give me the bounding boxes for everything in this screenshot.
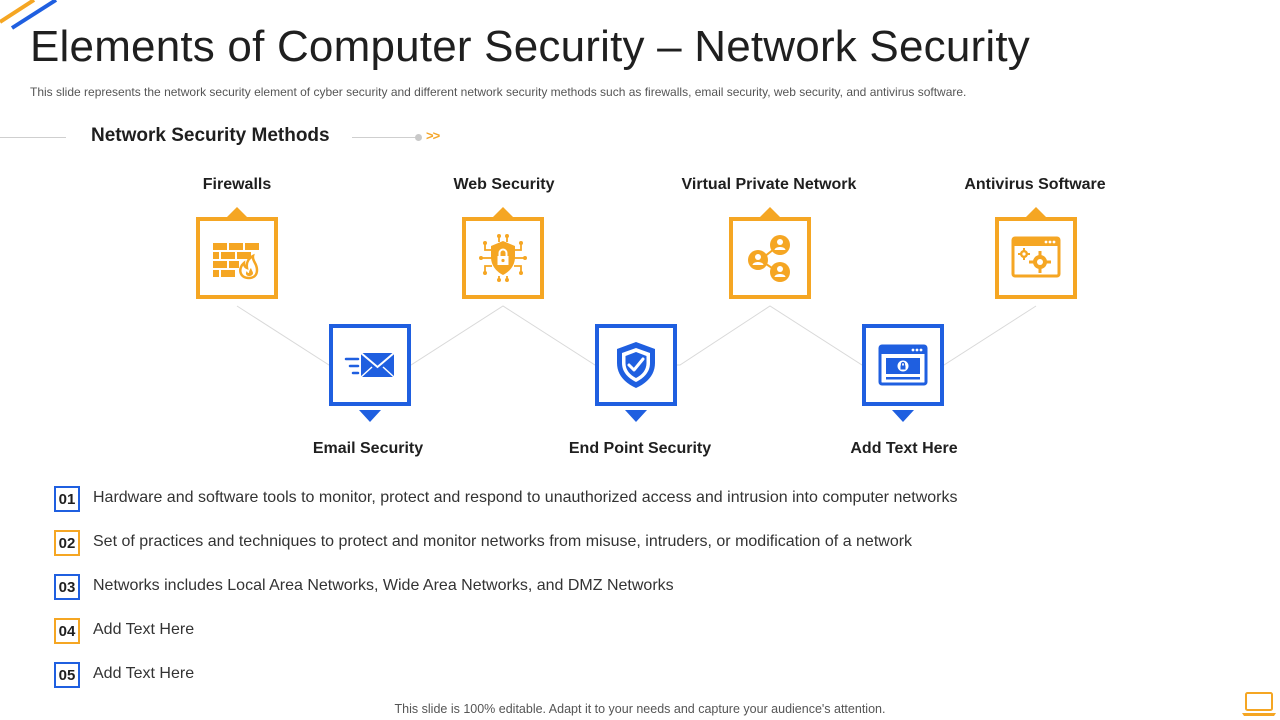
laptop-icon bbox=[1242, 692, 1276, 716]
endpoint-security-box bbox=[595, 324, 677, 406]
pointer-up bbox=[760, 207, 780, 217]
item-number: 02 bbox=[54, 530, 80, 556]
item-text: Hardware and software tools to monitor, … bbox=[93, 489, 958, 506]
antivirus-label: Antivirus Software bbox=[964, 176, 1106, 193]
firewall-icon bbox=[213, 243, 259, 280]
web-security-box bbox=[462, 217, 544, 299]
page-subtitle: This slide represents the network securi… bbox=[30, 85, 967, 99]
antivirus-box bbox=[995, 217, 1077, 299]
network-users-icon bbox=[748, 235, 790, 282]
pointer-up bbox=[227, 207, 247, 217]
section-dot bbox=[415, 134, 422, 141]
item-number: 03 bbox=[54, 574, 80, 600]
item-text: Add Text Here bbox=[93, 665, 195, 682]
endpoint-security-label: End Point Security bbox=[568, 440, 712, 457]
web-security-label: Web Security bbox=[453, 176, 555, 193]
pointer-down bbox=[892, 410, 914, 422]
section-title: Network Security Methods bbox=[91, 125, 330, 146]
pointer-up bbox=[1026, 207, 1046, 217]
item-number: 01 bbox=[54, 486, 80, 512]
add-text-label: Add Text Here bbox=[850, 440, 958, 457]
vpn-box bbox=[729, 217, 811, 299]
section-divider-right bbox=[352, 137, 418, 138]
pointer-up bbox=[493, 207, 513, 217]
section-divider-left bbox=[0, 137, 66, 138]
item-text: Networks includes Local Area Networks, W… bbox=[93, 577, 674, 594]
firewalls-box bbox=[196, 217, 278, 299]
item-number: 04 bbox=[54, 618, 80, 644]
item-number: 05 bbox=[54, 662, 80, 688]
browser-lock-icon bbox=[878, 344, 928, 386]
pointer-down bbox=[359, 410, 381, 422]
corner-accent-stripes bbox=[0, 0, 58, 30]
shield-check-icon bbox=[617, 342, 655, 388]
email-security-label: Email Security bbox=[312, 440, 424, 457]
chevron-right-icon: >> bbox=[426, 128, 440, 143]
item-text: Add Text Here bbox=[93, 621, 195, 638]
email-security-box bbox=[329, 324, 411, 406]
add-text-box bbox=[862, 324, 944, 406]
email-icon bbox=[344, 352, 395, 378]
firewalls-label: Firewalls bbox=[202, 176, 272, 193]
vpn-label: Virtual Private Network bbox=[681, 176, 857, 193]
page-title: Elements of Computer Security – Network … bbox=[30, 22, 1030, 71]
browser-gear-icon bbox=[1011, 236, 1061, 278]
shield-lock-circuit-icon bbox=[479, 234, 527, 282]
footer-note: This slide is 100% editable. Adapt it to… bbox=[394, 702, 886, 716]
item-text: Set of practices and techniques to prote… bbox=[93, 533, 913, 550]
pointer-down bbox=[625, 410, 647, 422]
